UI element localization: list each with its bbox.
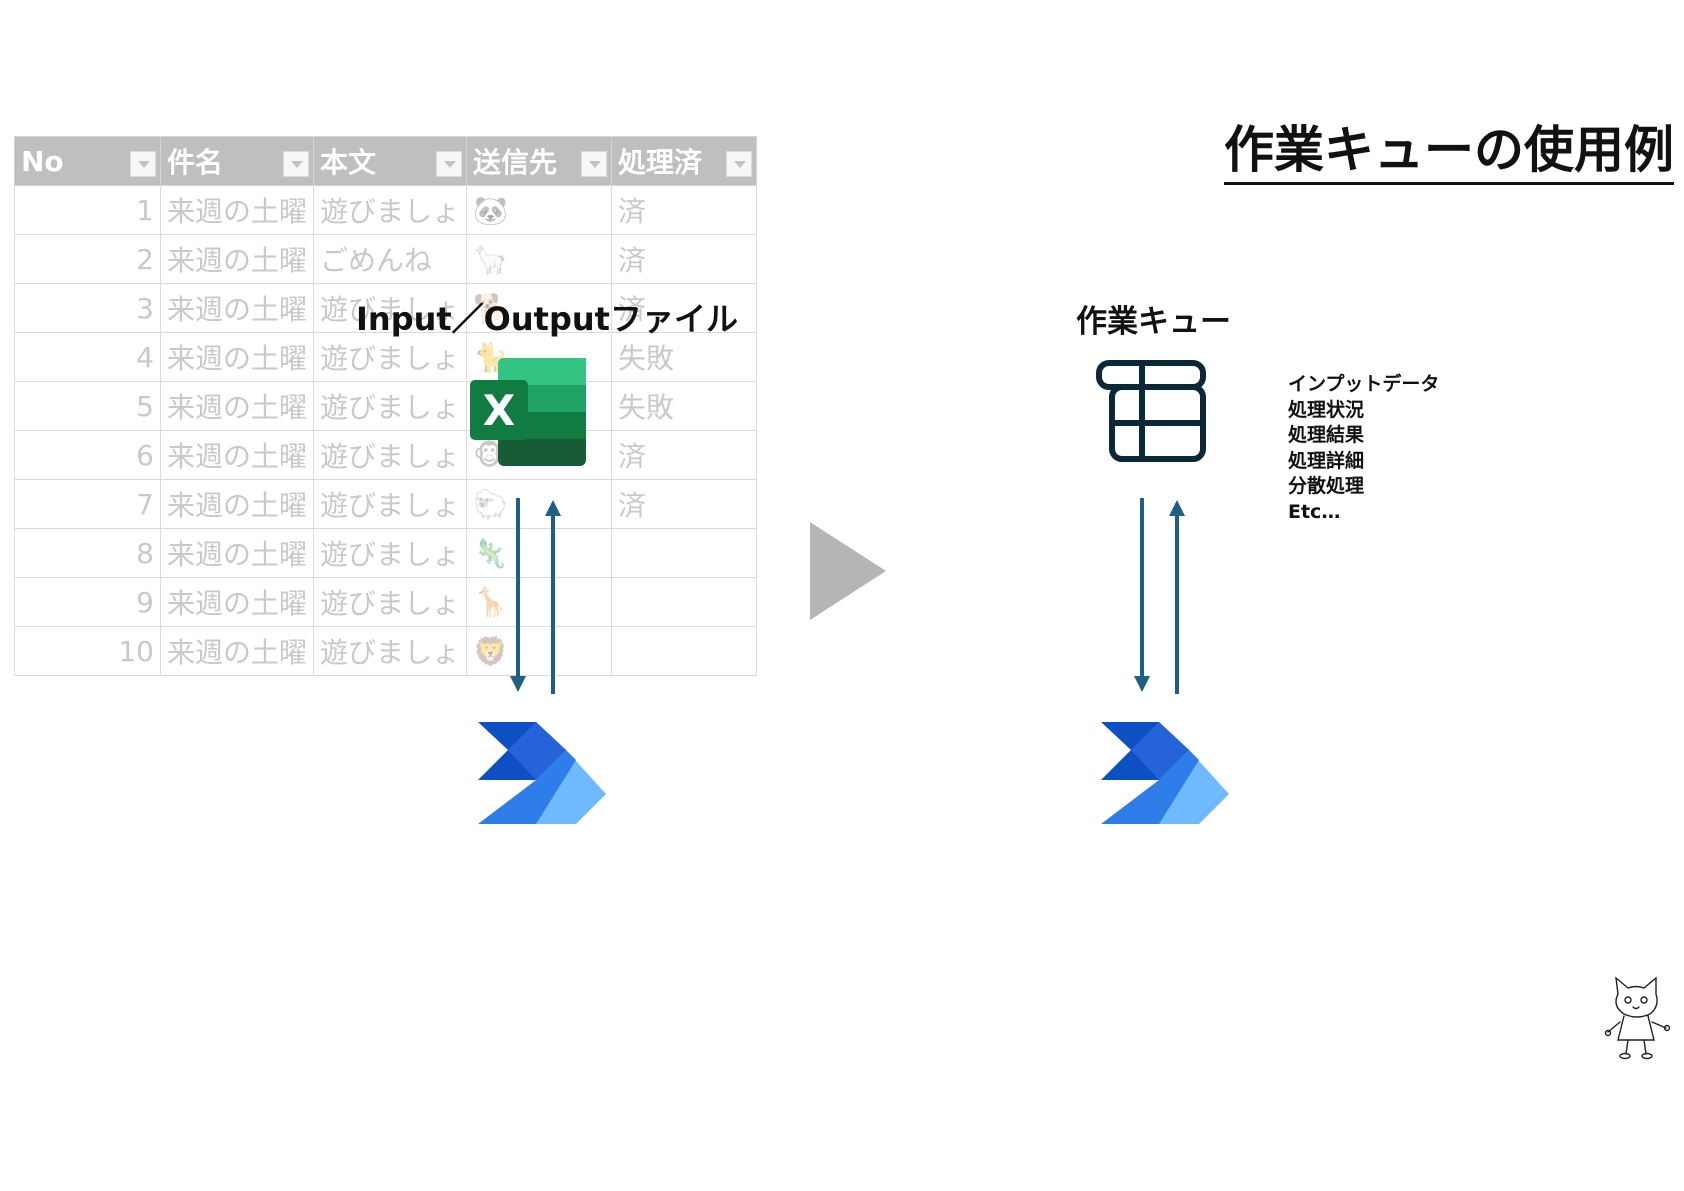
arrow-up-icon [1169,500,1185,516]
cell-status [611,528,758,578]
attr-etc: Etc… [1288,500,1341,523]
cell-body: 遊びましょ [313,528,468,578]
cell-no: 2 [14,234,161,284]
power-automate-icon [478,722,606,824]
queue-table-icon [1096,360,1206,462]
attr-input-data: インプットデータ [1288,373,1440,395]
cell-recipient: 🐼 [466,185,613,235]
cat-mascot-icon [1604,976,1671,1060]
cell-subject: 来週の土曜 [159,430,315,480]
power-automate-icon [1101,722,1229,824]
header-status: 処理済 [611,136,758,186]
play-triangle-icon [810,522,886,620]
cell-body: 遊びましょ [313,479,468,529]
cell-no: 6 [14,430,161,480]
filter-dropdown-icon [283,151,310,177]
filter-dropdown-icon [726,151,753,177]
cell-no: 1 [14,185,161,235]
filter-dropdown-icon [436,151,463,177]
cell-no: 9 [14,577,161,627]
cell-recipient: 🦒 [466,577,613,627]
cell-status: 済 [611,185,758,235]
cell-subject: 来週の土曜 [159,381,315,431]
attr-distributed: 分散処理 [1288,475,1365,497]
cell-subject: 来週の土曜 [159,479,315,529]
cell-body: 遊びましょ [313,577,468,627]
cell-recipient: 🦙 [466,234,613,284]
cell-body: ごめんね [313,234,468,284]
excel-icon: X [470,358,586,466]
header-body: 本文 [313,136,468,186]
header-no: No [14,136,161,186]
cell-status: 失敗 [611,381,758,431]
left-arrows [510,498,561,694]
cell-status [611,577,758,627]
file-label: Input／Outputファイル [356,300,738,338]
cell-body: 遊びましょ [313,430,468,480]
cell-no: 8 [14,528,161,578]
cell-status: 済 [611,479,758,529]
filter-dropdown-icon [581,151,608,177]
cell-body: 遊びましょ [313,626,468,676]
right-arrows [1134,498,1185,694]
arrow-down-icon [1134,676,1150,692]
cell-recipient: 🦁 [466,626,613,676]
cell-no: 3 [14,283,161,333]
cell-status: 済 [611,430,758,480]
attr-result: 処理結果 [1288,424,1365,446]
cell-subject: 来週の土曜 [159,234,315,284]
attr-detail: 処理詳細 [1288,449,1365,472]
cell-subject: 来週の土曜 [159,332,315,382]
cell-status [611,626,758,676]
filter-dropdown-icon [130,151,156,177]
header-recipient: 送信先 [466,136,613,186]
queue-attribute-list: インプットデータ 処理状況 処理結果 処理詳細 分散処理 Etc… [1288,372,1439,525]
cell-subject: 来週の土曜 [159,626,315,676]
queue-label: 作業キュー [1076,304,1231,340]
page-title: 作業キューの使用例 [1224,121,1674,185]
cell-no: 4 [14,332,161,382]
arrow-up-icon [545,500,561,516]
header-subject: 件名 [159,136,315,186]
cell-subject: 来週の土曜 [159,283,315,333]
cell-no: 7 [14,479,161,529]
cell-subject: 来週の土曜 [159,185,315,235]
cell-subject: 来週の土曜 [159,528,315,578]
excel-letter: X [483,386,515,435]
attr-status: 処理状況 [1288,398,1365,421]
cell-status: 済 [611,234,758,284]
cell-recipient: 🐕 [466,283,613,333]
cell-no: 5 [14,381,161,431]
sheet-header: No 件名 本文 送信先 処理済 [14,136,758,186]
cell-body: 遊びましょ [313,185,468,235]
cell-no: 10 [14,626,161,676]
cell-recipient: 🐑 [466,479,613,529]
arrow-down-icon [510,676,526,692]
cell-body: 遊びましょ [313,381,468,431]
cell-body: 遊びましょ [313,283,468,333]
cell-subject: 来週の土曜 [159,577,315,627]
